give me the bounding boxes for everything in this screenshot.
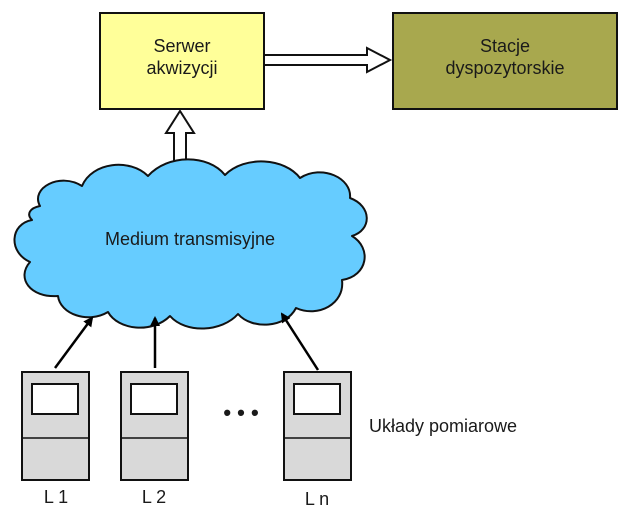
server-label-line1: Serwer bbox=[153, 36, 210, 56]
device-screen-icon bbox=[130, 383, 178, 415]
arrow-ln-to-cloud bbox=[280, 312, 320, 371]
device-label-ln: L n bbox=[305, 489, 329, 509]
hollow-arrow-server-to-stations bbox=[263, 46, 393, 74]
acquisition-server-box: Serwer akwizycji bbox=[99, 12, 265, 110]
measurement-device-ln bbox=[283, 371, 352, 481]
devices-ellipsis: • • • bbox=[223, 400, 258, 425]
device-screen-icon bbox=[293, 383, 341, 415]
dispatcher-stations-box: Stacje dyspozytorskie bbox=[392, 12, 618, 110]
server-label-line2: akwizycji bbox=[146, 58, 217, 78]
stations-label-line1: Stacje bbox=[480, 36, 530, 56]
device-label-l2: L 2 bbox=[142, 487, 166, 507]
cloud-label: Medium transmisyjne bbox=[105, 229, 275, 249]
device-label-l1: L 1 bbox=[44, 487, 68, 507]
stations-label-line2: dyspozytorskie bbox=[445, 58, 564, 78]
arrow-l1-to-cloud bbox=[53, 316, 94, 369]
measurement-device-l1 bbox=[21, 371, 90, 481]
transmission-medium-cloud: Medium transmisyjne bbox=[13, 158, 368, 330]
measurement-devices-label: Układy pomiarowe bbox=[369, 416, 517, 436]
measurement-device-l2 bbox=[120, 371, 189, 481]
device-screen-icon bbox=[31, 383, 79, 415]
